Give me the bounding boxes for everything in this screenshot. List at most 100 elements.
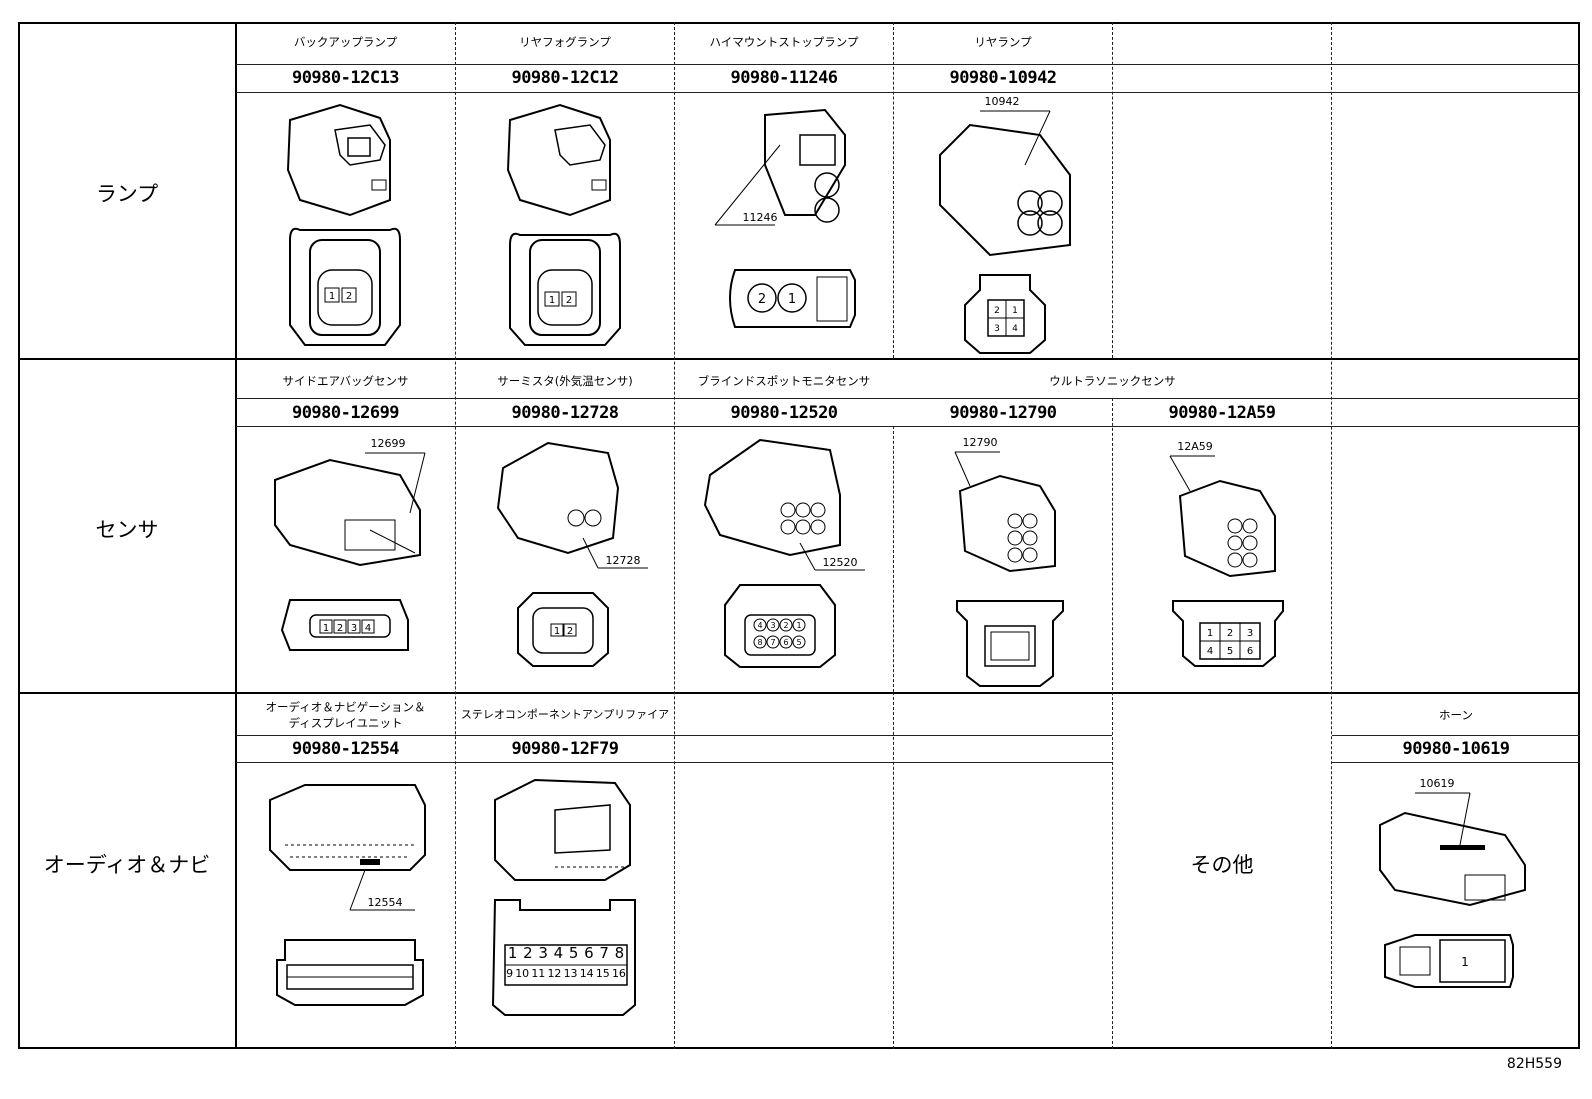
header-line bbox=[236, 762, 1112, 763]
pin-label: 13 bbox=[563, 967, 578, 980]
connector-name: ステレオコンポーネントアンプリファイア bbox=[460, 708, 670, 721]
header-line bbox=[236, 398, 1580, 399]
connector-drawing-12F79 bbox=[485, 775, 645, 1020]
category-lamp: ランプ bbox=[95, 182, 159, 206]
connector-drawing-12A59: 12A59 1 2 3 4 5 6 bbox=[1165, 436, 1295, 671]
col-divider bbox=[893, 692, 894, 1049]
col-divider bbox=[893, 22, 894, 358]
callout-label: 12554 bbox=[368, 896, 403, 909]
pin-label: 2 bbox=[566, 295, 572, 306]
pin-label: 6 bbox=[1247, 646, 1253, 657]
pin-label: 4 bbox=[553, 944, 564, 962]
pin-label: 6 bbox=[584, 944, 594, 962]
pin-label: 2 bbox=[783, 621, 788, 630]
pin-label: 3 bbox=[770, 621, 775, 630]
pin-row-top: 1 2 3 4 5 6 7 8 bbox=[505, 944, 627, 962]
pin-label: 1 bbox=[554, 626, 560, 637]
pin-label: 4 bbox=[365, 623, 371, 634]
callout-label: 12699 bbox=[371, 437, 406, 450]
connector-name: リヤランプ bbox=[974, 35, 1032, 49]
pin-label: 3 bbox=[538, 944, 548, 962]
pin-label: 3 bbox=[994, 324, 1000, 334]
connector-name: ブラインドスポットモニタセンサ bbox=[697, 374, 871, 388]
callout-label: 12A59 bbox=[1177, 440, 1213, 453]
callout-label: 10942 bbox=[985, 95, 1020, 108]
connector-drawing-12C13: 1 2 bbox=[280, 100, 410, 350]
header-line bbox=[236, 735, 1112, 736]
pin-label: 3 bbox=[1247, 628, 1253, 639]
part-number: 90980-12C12 bbox=[511, 68, 619, 88]
connector-drawing-12554: 12554 bbox=[265, 775, 435, 1010]
part-number: 90980-12C13 bbox=[291, 68, 400, 88]
part-number: 90980-10942 bbox=[949, 68, 1057, 88]
pin-label: 12 bbox=[547, 967, 562, 980]
connector-name: サイドエアバッグセンサ bbox=[282, 374, 409, 388]
pin-label: 8 bbox=[614, 944, 625, 962]
header-line bbox=[236, 426, 1580, 427]
connector-drawing-12728: 12728 1 2 bbox=[488, 438, 648, 668]
connector-name: ホーン bbox=[1439, 708, 1473, 722]
header-line bbox=[1332, 762, 1580, 763]
pin-label: 2 bbox=[346, 291, 352, 302]
pin-label: 9 bbox=[506, 967, 514, 980]
part-number: 90980-10619 bbox=[1402, 739, 1510, 759]
col-divider bbox=[1112, 22, 1113, 358]
pin-label: 4 bbox=[1207, 646, 1213, 657]
pin-label: 2 bbox=[994, 306, 1000, 316]
part-number: 90980-12728 bbox=[511, 403, 619, 423]
callout-label: 10619 bbox=[1420, 777, 1455, 790]
pin-label: 2 bbox=[758, 292, 766, 307]
part-number: 90980-11246 bbox=[730, 68, 838, 88]
pin-label: 8 bbox=[757, 638, 762, 647]
pin-label: 1 bbox=[323, 623, 329, 634]
part-number: 90980-12F79 bbox=[511, 739, 619, 759]
connector-name-line1: オーディオ＆ナビゲーション＆ bbox=[265, 700, 426, 714]
callout-label: 12520 bbox=[823, 556, 858, 569]
pin-label: 1 bbox=[329, 291, 335, 302]
col-divider bbox=[1331, 22, 1332, 1049]
connector-name: サーミスタ(外気温センサ) bbox=[497, 374, 633, 388]
connector-drawing-12790: 12790 bbox=[945, 436, 1075, 691]
connector-table bbox=[18, 22, 1580, 1049]
pin-label: 3 bbox=[351, 623, 357, 634]
connector-name-line2: ディスプレイユニット bbox=[288, 716, 403, 730]
col-divider bbox=[455, 22, 456, 1049]
pin-label: 1 bbox=[1461, 955, 1469, 969]
pin-row-bottom: 9 10 11 12 13 14 15 16 bbox=[505, 967, 627, 981]
connector-name: バックアップランプ bbox=[293, 35, 398, 49]
callout-label: 11246 bbox=[743, 211, 778, 224]
pin-label: 11 bbox=[531, 967, 546, 980]
pin-label: 14 bbox=[579, 967, 594, 980]
pin-label: 7 bbox=[770, 638, 775, 647]
figure-code: 82H559 bbox=[1506, 1056, 1562, 1072]
pin-label: 16 bbox=[611, 967, 626, 980]
col-divider bbox=[893, 426, 894, 692]
part-number: 90980-12520 bbox=[730, 403, 838, 423]
pin-label: 1 bbox=[507, 944, 518, 962]
connector-drawing-12520: 12520 4 3 2 1 8 7 6 5 bbox=[700, 435, 870, 670]
pin-label: 5 bbox=[568, 944, 579, 962]
pin-label: 5 bbox=[796, 638, 801, 647]
connector-drawing-12C12: 1 2 bbox=[500, 100, 630, 350]
part-number: 90980-12554 bbox=[291, 739, 400, 759]
category-audio: オーディオ＆ナビ bbox=[43, 853, 211, 877]
category-column-divider bbox=[235, 22, 237, 1049]
pin-label: 5 bbox=[1227, 646, 1233, 657]
connector-name: ハイマウントストップランプ bbox=[709, 35, 859, 49]
pin-label: 10 bbox=[515, 967, 530, 980]
part-number: 90980-12790 bbox=[949, 403, 1057, 423]
connector-name: リヤフォグランプ bbox=[519, 35, 611, 49]
header-line bbox=[1332, 735, 1580, 736]
pin-label: 1 bbox=[1012, 306, 1018, 316]
header-line bbox=[236, 92, 1580, 93]
pin-label: 2 bbox=[337, 623, 343, 634]
col-divider bbox=[1112, 398, 1113, 1049]
pin-label: 6 bbox=[783, 638, 788, 647]
row-divider-2 bbox=[18, 692, 1580, 694]
category-sensor: センサ bbox=[95, 518, 159, 542]
part-number: 90980-12A59 bbox=[1168, 403, 1276, 423]
pin-label: 4 bbox=[1012, 324, 1018, 334]
row-divider-1 bbox=[18, 358, 1580, 360]
pin-label: 1 bbox=[796, 621, 801, 630]
pin-label: 2 bbox=[1227, 628, 1233, 639]
